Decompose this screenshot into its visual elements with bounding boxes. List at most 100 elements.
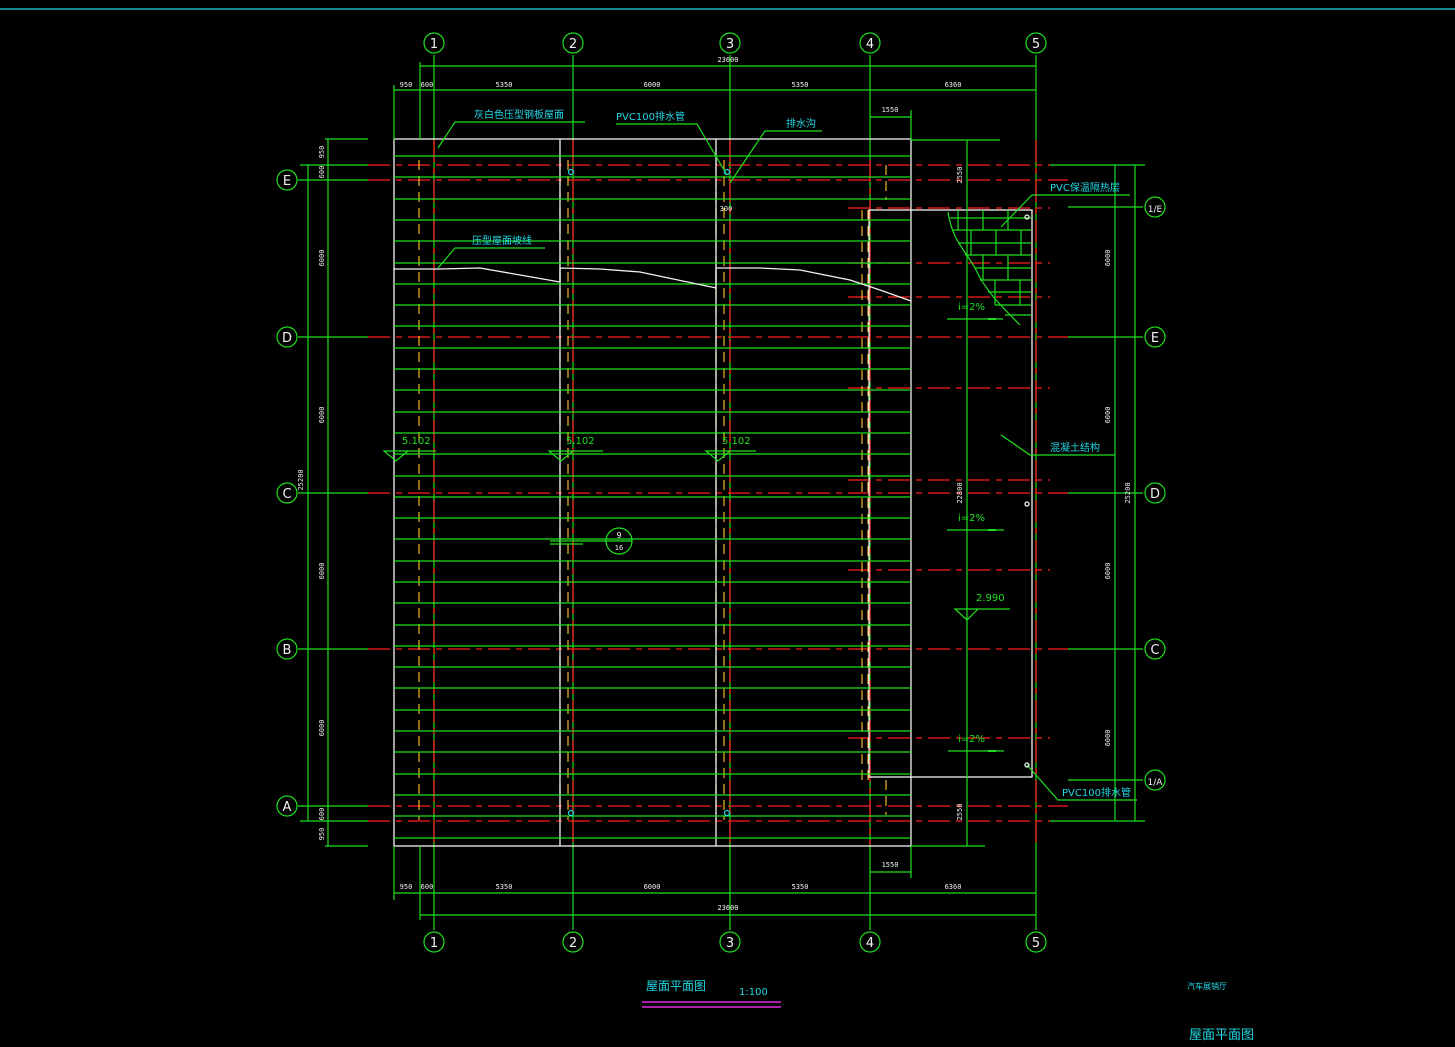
axis-bubble-circle [719, 32, 741, 54]
project-name: 汽车展销厅 [1187, 981, 1227, 991]
drawing-title: 屋面平面图 [646, 979, 706, 993]
axis-bubble-bottom: 3 [719, 931, 741, 953]
roof-outline [393, 138, 1033, 847]
axis-bubble-label: D [282, 331, 292, 346]
dim-top-seg: 6360 [945, 81, 962, 89]
dim-left-seg: 6000 [318, 563, 326, 580]
axis-bubble-top: 1 [423, 32, 445, 54]
elevation-mark-2: 5.102 [566, 436, 595, 447]
dim-bottom-seg: 5350 [792, 883, 809, 891]
axis-bubble-label: C [1150, 643, 1159, 658]
dim-bottom-seg: 950 [400, 883, 413, 891]
axis-bubble-circle [859, 931, 881, 953]
dim-top-seg: 600 [421, 81, 434, 89]
axis-bubble-circle [276, 169, 298, 191]
title-block: 屋面平面图 1:100 汽车展销厅 屋面平面图 [642, 979, 1254, 1043]
axis-bubble-label: 3 [726, 37, 734, 52]
axis-bubble-circle [1144, 482, 1166, 504]
dim-left-seg: 6000 [318, 720, 326, 737]
axis-bubble-top: 3 [719, 32, 741, 54]
dim-300: 300 [720, 205, 733, 213]
dim-top-seg: 6000 [644, 81, 661, 89]
axis-bubble-left: C [276, 482, 298, 504]
dim-bottom-seg: 600 [421, 883, 434, 891]
axis-bubble-label: 4 [866, 936, 874, 951]
detail-number: 9 [617, 531, 622, 540]
dim-left-seg: 950 [318, 146, 326, 159]
dim-top-seg: 5350 [496, 81, 513, 89]
dim-bottom-seg: 6000 [644, 883, 661, 891]
dim-right-total: 25200 [1124, 482, 1132, 503]
dim-right-seg: 6000 [1104, 730, 1112, 747]
axis-bubble-circle [562, 32, 584, 54]
dim-right-seg: 6000 [1104, 407, 1112, 424]
detail-callout-circle [605, 527, 633, 555]
drain-icon [1024, 762, 1030, 768]
top-dimensions [393, 62, 1036, 140]
axis-bubble-left: A [276, 795, 298, 817]
drain-icon [567, 809, 575, 817]
insulation-hatch [947, 210, 1031, 326]
elevation-mark-slab: 2.990 [976, 593, 1005, 604]
dim-right-seg: 6000 [1104, 250, 1112, 267]
axis-bubble-label: 1 [430, 37, 438, 52]
axis-bubble-label: 5 [1032, 936, 1040, 951]
dim-left-total: 25200 [297, 469, 305, 490]
axis-bubble-circle [562, 931, 584, 953]
dim-left-seg: 6000 [318, 250, 326, 267]
dimension-texts: 23600 950 600 5350 6000 5350 6360 1550 2… [297, 56, 1132, 912]
dim-top-total: 23600 [717, 56, 738, 64]
axis-bubble-circle [1025, 931, 1047, 953]
axis-bubble-top: 4 [859, 32, 881, 54]
axis-bubble-label: B [283, 643, 292, 658]
roof-panel-ribs [394, 155, 911, 839]
drain-icon [1024, 501, 1030, 507]
axis-bubble-circle [1144, 196, 1166, 218]
axis-bubble-left: D [276, 326, 298, 348]
dim-slab-top: 2550 [956, 167, 964, 184]
roof-slope-curve [394, 267, 912, 302]
axis-bubble-circle [859, 32, 881, 54]
dim-left-seg: 600 [318, 166, 326, 179]
dim-bottom-offset: 1550 [882, 861, 899, 869]
annotations: 灰白色压型钢板屋面 PVC100排水管 排水沟 压型屋面坡线 PVC保温隔热层 … [382, 108, 1137, 817]
dim-top-seg: 5350 [792, 81, 809, 89]
axis-bubble-circle [423, 931, 445, 953]
dim-left-seg: 600 [318, 808, 326, 821]
dim-slab-bottom: 2550 [956, 804, 964, 821]
axis-bubble-label: 2 [569, 37, 577, 52]
axis-bubble-bottom: 4 [859, 931, 881, 953]
axis-bubble-label: D [1150, 487, 1160, 502]
dim-bottom-seg: 5350 [496, 883, 513, 891]
hidden-lines-yellow [418, 160, 887, 820]
axis-bubble-circle [276, 795, 298, 817]
axis-bubble-top: 5 [1025, 32, 1047, 54]
axis-bubble-label: 1 [430, 936, 438, 951]
axis-bubble-circle [276, 638, 298, 660]
axis-bubble-circle [276, 326, 298, 348]
dim-left-seg: 950 [318, 828, 326, 841]
label-pvc-insulation: PVC保温隔热层 [1050, 181, 1120, 194]
axis-bubble-circle [1025, 32, 1047, 54]
axis-bubble-circle [1144, 769, 1166, 791]
label-pvc-pipe-bottom: PVC100排水管 [1062, 786, 1131, 799]
axis-bubble-label: 2 [569, 936, 577, 951]
label-concrete-structure: 混凝土结构 [1050, 441, 1100, 454]
axis-bubble-bottom: 5 [1025, 931, 1047, 953]
axis-bubble-circle [1144, 326, 1166, 348]
dim-left-seg: 6000 [318, 407, 326, 424]
elevation-mark-3: 5.102 [722, 436, 751, 447]
label-pvc-pipe-top: PVC100排水管 [616, 110, 685, 123]
axis-bubble-bottom: 2 [562, 931, 584, 953]
label-slope-line: 压型屋面坡线 [472, 234, 532, 247]
label-roof-material: 灰白色压型钢板屋面 [474, 108, 564, 121]
detail-sheet: 16 [615, 544, 623, 552]
axis-bubble-right: 1/E [1144, 196, 1166, 218]
axis-bubble-left: B [276, 638, 298, 660]
drain-icon [723, 168, 731, 176]
axis-bubble-label: 4 [866, 37, 874, 52]
dim-top-offset: 1550 [882, 106, 899, 114]
axis-bubble-label: 5 [1032, 37, 1040, 52]
